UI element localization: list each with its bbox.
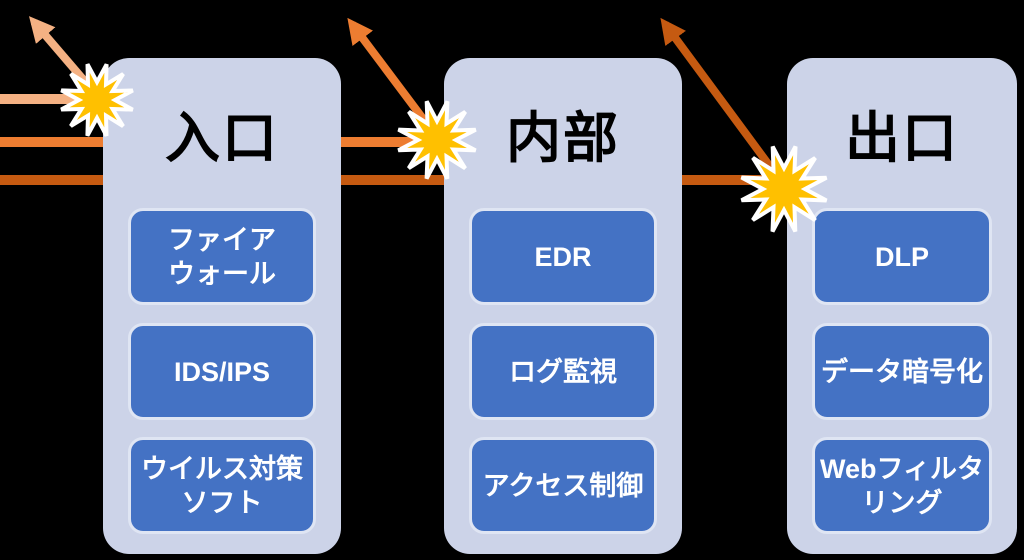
column-exit-title: 出口 <box>844 107 959 169</box>
measure-box-data-encryption: データ暗号化 <box>812 323 992 420</box>
measure-box-firewall: ファイア ウォール <box>128 208 316 305</box>
measure-box-web-filtering: Webフィルタ リング <box>812 437 992 534</box>
column-internal-title: 内部 <box>505 107 620 169</box>
deflected-arrow-stage3-icon <box>660 17 784 183</box>
column-exit: 出口 DLP データ暗号化 Webフィルタ リング <box>787 58 1017 554</box>
measure-box-antivirus: ウイルス対策 ソフト <box>128 437 316 534</box>
measure-box-ids-ips: IDS/IPS <box>128 323 316 420</box>
measure-box-dlp: DLP <box>812 208 992 305</box>
measure-box-log-monitoring: ログ監視 <box>469 323 657 420</box>
measure-box-edr: EDR <box>469 208 657 305</box>
column-entrance: 入口 ファイア ウォール IDS/IPS ウイルス対策 ソフト <box>103 58 341 554</box>
measure-box-access-control: アクセス制御 <box>469 437 657 534</box>
column-entrance-title: 入口 <box>164 107 279 169</box>
column-internal: 内部 EDR ログ監視 アクセス制御 <box>444 58 682 554</box>
deflected-arrow-stage2-icon <box>347 17 437 135</box>
deflected-arrow-stage1-icon <box>29 16 98 95</box>
